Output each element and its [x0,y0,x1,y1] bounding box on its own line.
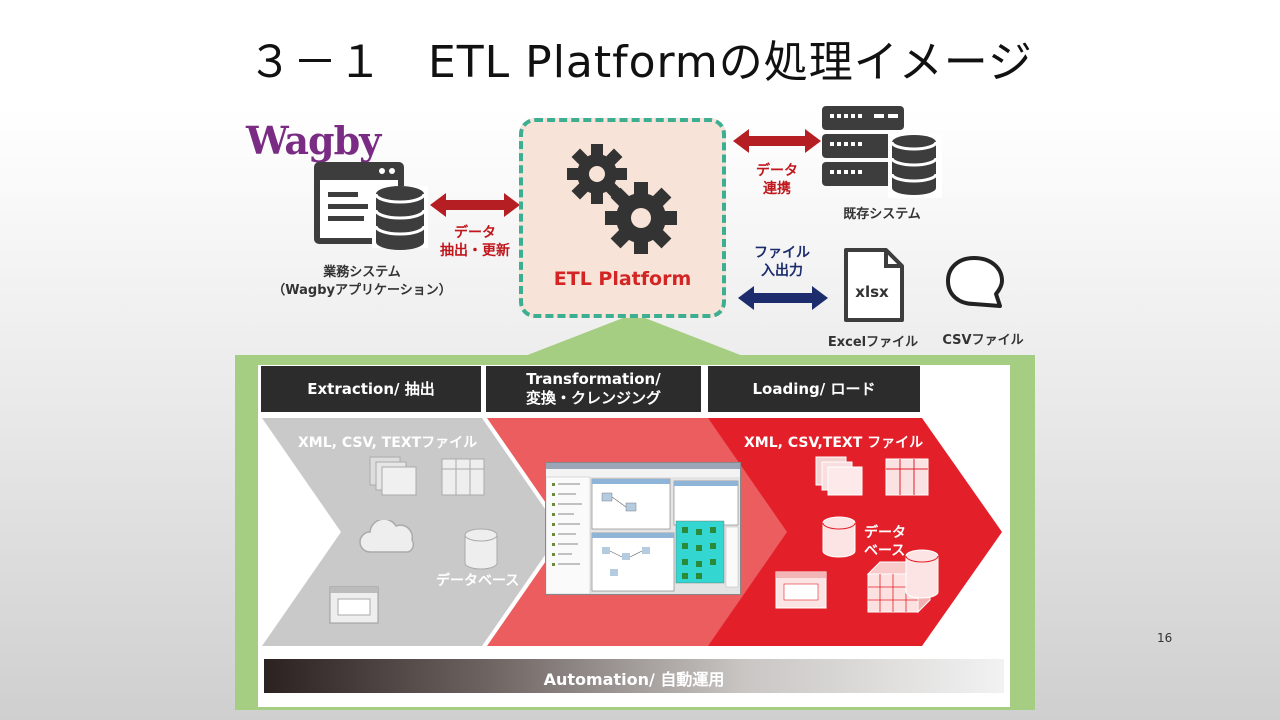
loading-db-label: データ ベース [864,524,906,560]
phase-header-transformation: Transformation/ 変換・クレンジング [486,366,701,412]
gears-icon [567,144,677,254]
extraction-files-label: XML, CSV, TEXTファイル [298,435,478,451]
window-database-icon [314,162,428,250]
loading-files-label: XML, CSV,TEXT ファイル [744,435,924,451]
link-file-label: ファイル 入出力 [732,244,832,280]
table-grid-icon-loading [885,458,929,496]
phase-header-extraction: Extraction/ 抽出 [261,366,481,412]
wagby-logo: Wagby [246,118,381,163]
double-arrow-red-right [733,129,821,153]
link-wagby-label: データ 抽出・更新 [425,224,525,260]
form-icon [329,586,379,624]
speech-bubble-icon [946,256,1004,308]
double-arrow-red-left [430,193,520,217]
page-number: 16 [1157,631,1173,645]
loading-db-line1: データ [864,525,906,541]
server-rack-icon [822,106,942,198]
phase-loading-line1: Loading/ ロード [752,379,876,398]
phase-transformation-line2: 変換・クレンジング [525,389,661,407]
wagby-caption-line1: 業務システム [323,265,401,280]
link-existing-line2: 連携 [763,181,791,197]
link-wagby-line2: 抽出・更新 [440,243,510,259]
page-title: ３－１ ETL Platformの処理イメージ [248,37,1033,88]
form-icon-loading [775,571,827,609]
automation-bar [264,659,1004,693]
csv-caption: CSVファイル [942,333,1024,348]
phase-extraction-line1: Extraction/ 抽出 [307,379,435,398]
cylinder-db-icon [464,528,498,570]
table-grid-icon [441,458,485,496]
link-file-line2: 入出力 [761,263,803,279]
double-arrow-blue [738,286,828,310]
existing-system-caption: 既存システム [843,207,921,222]
extraction-db-label: データベース [436,573,520,589]
etl-tool-screenshot [545,462,741,595]
loading-db-line2: ベース [864,543,906,559]
excel-caption: Excelファイル [827,335,919,350]
file-stack-icon [369,456,417,496]
etl-platform-label: ETL Platform [553,268,692,290]
link-existing-label: データ 連携 [727,162,827,198]
etl-tool-canvas [546,463,740,594]
automation-label: Automation/ 自動運用 [543,670,725,689]
file-stack-icon-loading [815,456,863,496]
phase-transformation-line1: Transformation/ [526,370,661,388]
link-existing-line1: データ [756,163,798,179]
cloud-icon [359,520,415,553]
cylinder-db-icon-loading-2 [905,549,939,599]
xlsx-file-icon [844,248,904,322]
link-file-line1: ファイル [754,245,810,261]
link-wagby-line1: データ [454,225,496,241]
wagby-caption-line2: （Wagbyアプリケーション） [272,283,452,298]
phase-header-loading: Loading/ ロード [708,366,920,412]
xlsx-file-text: xlsx [855,283,889,301]
cylinder-db-icon-loading [822,516,856,558]
funnel-connector [525,318,743,356]
wagby-caption: 業務システム （Wagbyアプリケーション） [262,264,462,300]
